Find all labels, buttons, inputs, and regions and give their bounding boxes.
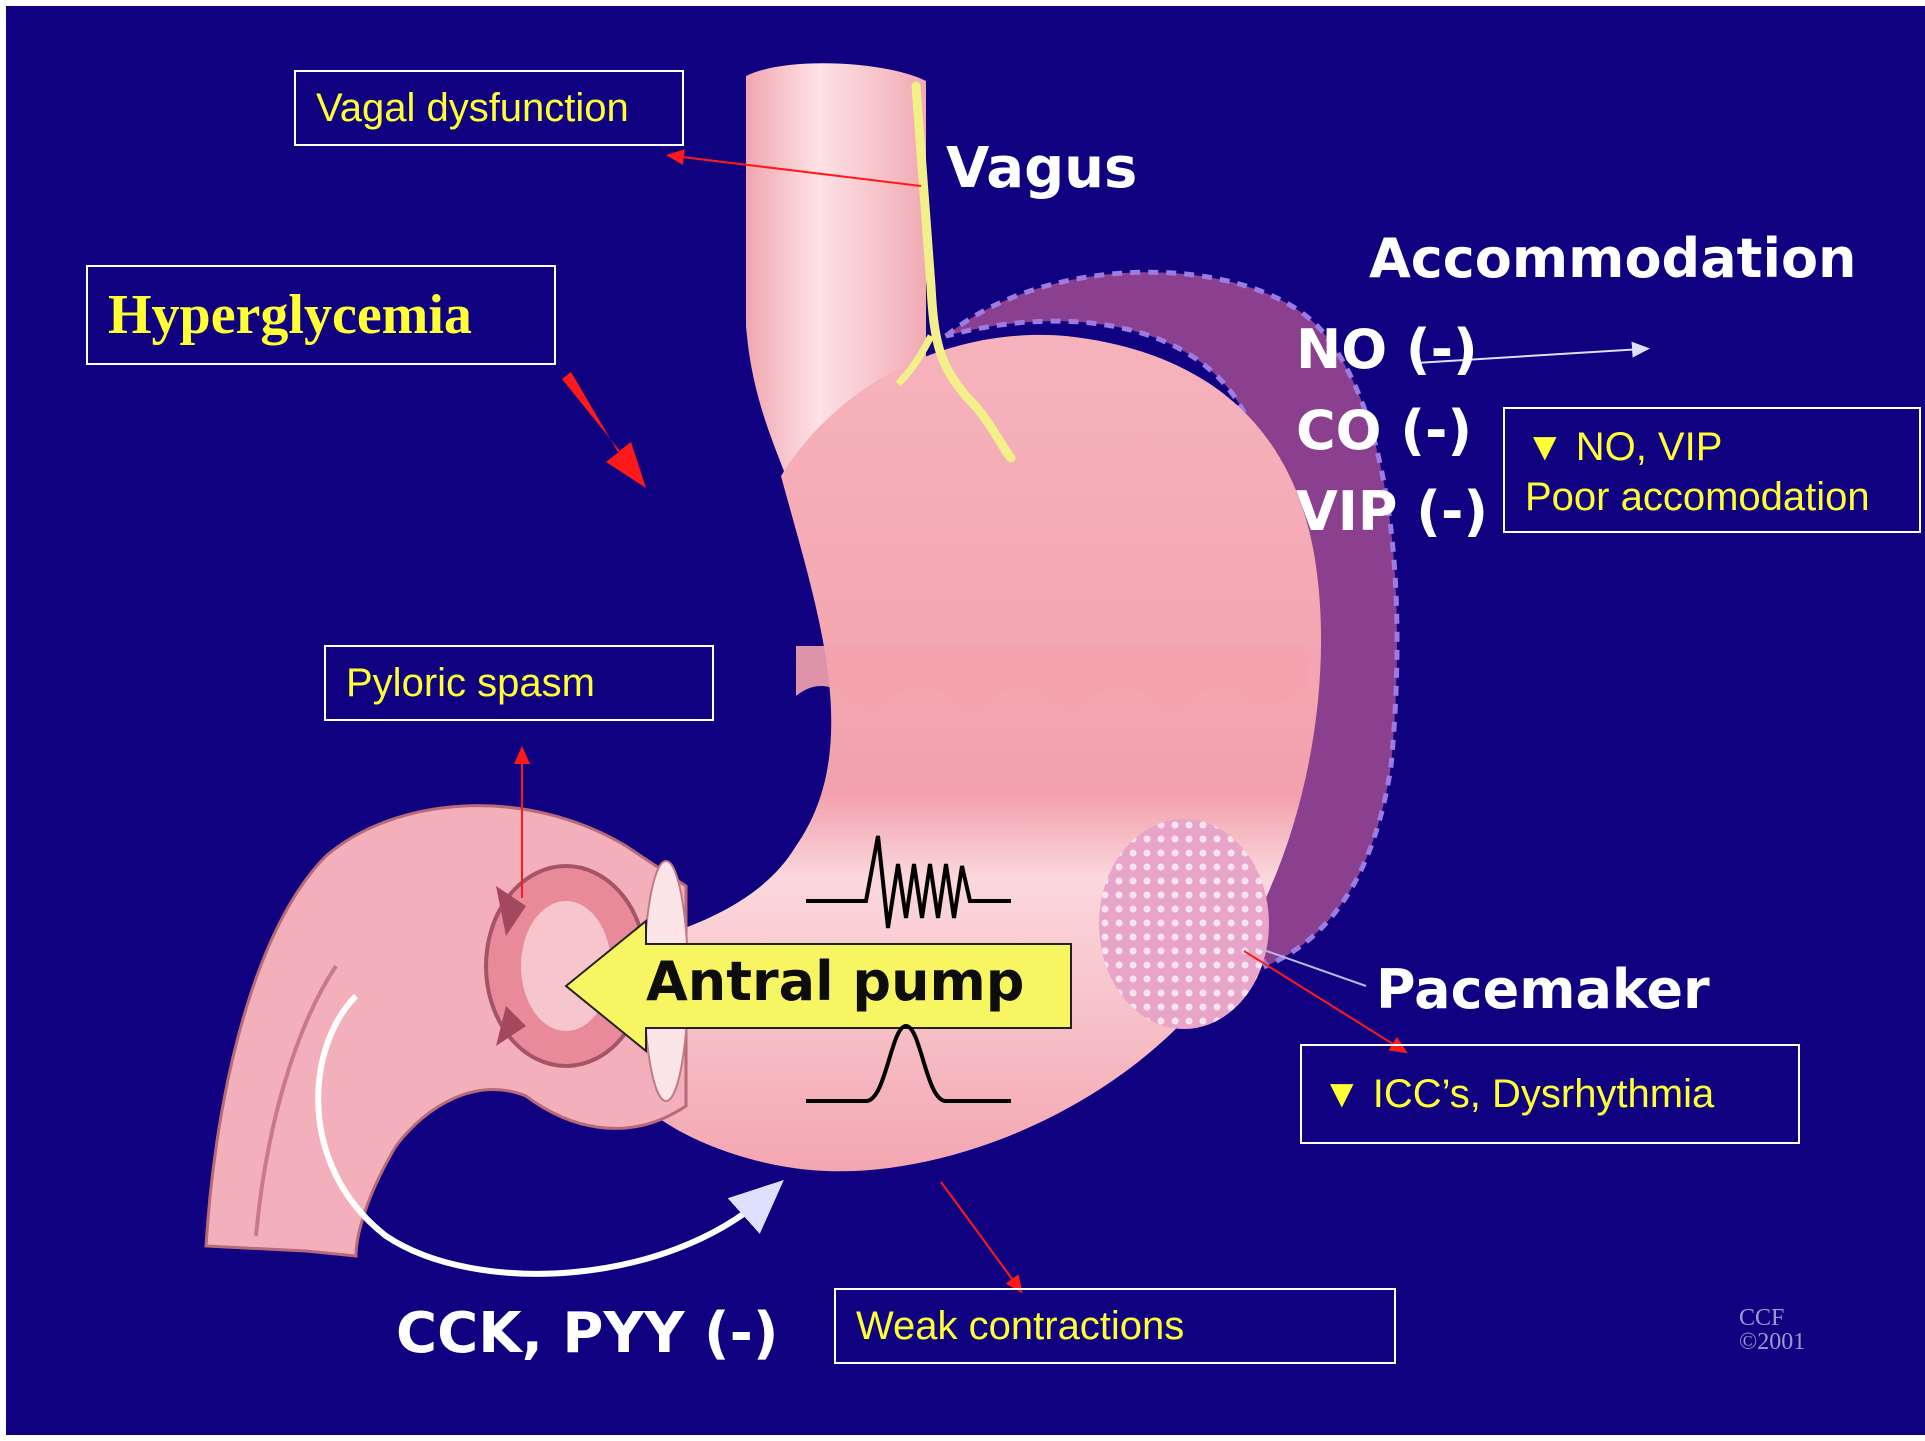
credit-line1: CCF (1739, 1305, 1784, 1331)
weak-contractions-text: Weak contractions (856, 1304, 1184, 1348)
pacemaker-pointer (1258, 948, 1366, 986)
icc-dysrhythmia-text: ▼ ICC’s, Dysrhythmia (1322, 1072, 1714, 1116)
icc-dysrhythmia-box: ▼ ICC’s, Dysrhythmia (1300, 1044, 1800, 1144)
weak-contractions-arrow (941, 1182, 1018, 1287)
vagus-label: Vagus (946, 136, 1137, 201)
weak-contractions-box: Weak contractions (834, 1288, 1396, 1364)
vagal-dysfunction-box: Vagal dysfunction (294, 70, 684, 146)
hyperglycemia-box: Hyperglycemia (86, 265, 556, 365)
copyright-credit: CCF ©2001 (1739, 1306, 1805, 1354)
vagal-dysfunction-text: Vagal dysfunction (316, 86, 629, 130)
no-label: NO (-) (1296, 318, 1478, 381)
accommodation-label: Accommodation (1369, 227, 1857, 290)
hyperglycemia-text: Hyperglycemia (108, 284, 472, 346)
hyperglycemia-arrow (562, 372, 646, 488)
poor-accomodation-line: Poor accomodation (1525, 472, 1919, 522)
co-label: CO (-) (1296, 399, 1472, 462)
stomach-body (626, 335, 1321, 1171)
no-vip-box: ▼ NO, VIP Poor accomodation (1503, 407, 1921, 533)
credit-line2: ©2001 (1739, 1329, 1805, 1355)
stomach-illustration (6, 6, 1925, 1435)
pyloric-spasm-box: Pyloric spasm (324, 645, 714, 721)
pacemaker-label: Pacemaker (1376, 958, 1710, 1021)
vip-label: VIP (-) (1296, 480, 1488, 543)
antral-pump-label: Antral pump (646, 950, 1024, 1013)
no-vip-line1: ▼ NO, VIP (1525, 422, 1919, 472)
pyloric-spasm-text: Pyloric spasm (346, 661, 595, 705)
diagram-slide: Vagal dysfunction Hyperglycemia ▼ NO, VI… (6, 6, 1925, 1435)
pacemaker-region (1099, 819, 1269, 1029)
cck-pyy-label: CCK, PYY (-) (396, 1301, 778, 1366)
